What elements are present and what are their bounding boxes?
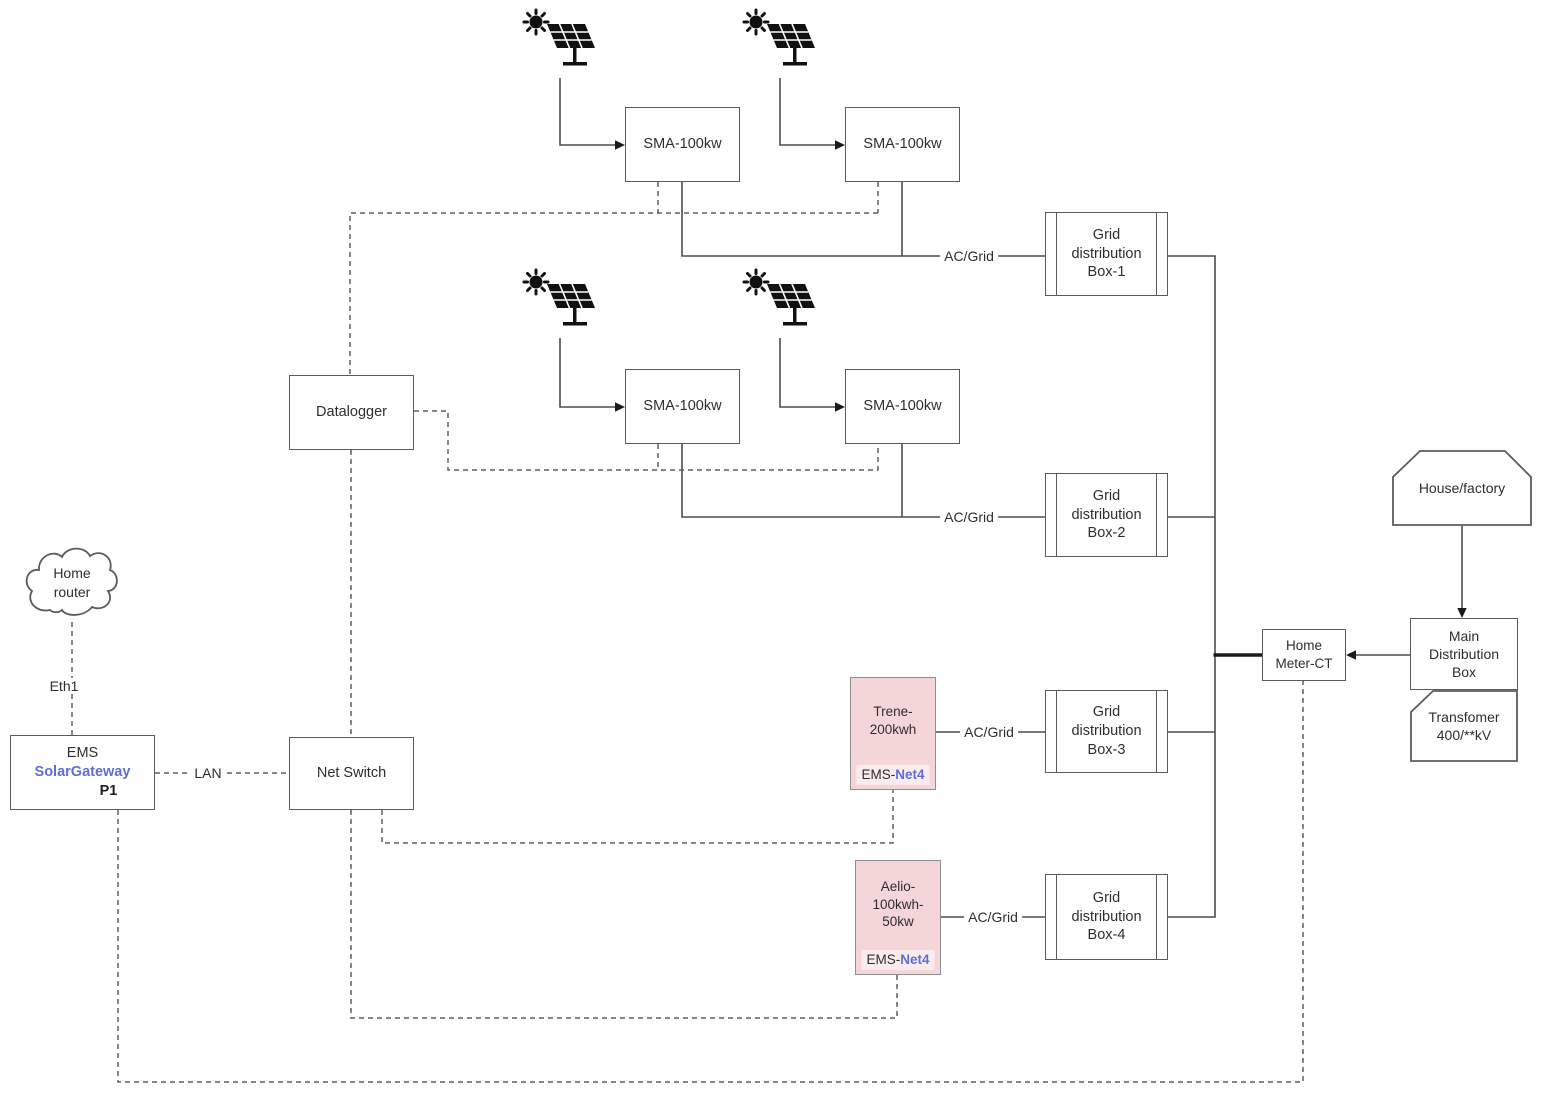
edge-pv2-sma2 — [779, 78, 835, 146]
home-router-node: Home router — [22, 540, 122, 625]
trene-ems-net-label: EMS-Net4 — [856, 765, 930, 785]
grid-distribution-box-2-node: Grid distribution Box-2 — [1045, 473, 1168, 557]
aelio-battery-node: Aelio- 100kwh- 50kw EMS-Net4 — [855, 860, 941, 975]
dashed-ems-homemeter — [117, 681, 1304, 1083]
sma-inverter-2-label: SMA-100kw — [863, 136, 942, 153]
grid-distribution-box-4-label: Grid distribution Box-4 — [1071, 889, 1142, 944]
eth1-label: Eth1 — [45, 678, 83, 694]
dashed-netswitch-trene — [381, 790, 894, 844]
ac-grid-label-3: AC/Grid — [960, 724, 1018, 740]
solar-panel-icon — [741, 8, 819, 78]
grid-distribution-box-3-label: Grid distribution Box-3 — [1071, 704, 1142, 758]
ems-title: EMS — [66, 745, 99, 762]
home-meter-ct-label: Home Meter-CT — [1275, 638, 1333, 671]
house-factory-node: House/factory — [1392, 450, 1532, 526]
grid-distribution-box-3-node: Grid distribution Box-3 — [1045, 690, 1168, 773]
ems-net4: Net4 — [900, 952, 930, 968]
ems-prefix: EMS- — [866, 952, 901, 968]
solar-panel-icon — [521, 268, 599, 338]
transformer-node: Transfomer 400/**kV — [1410, 690, 1518, 762]
ac-grid-label-1: AC/Grid — [940, 248, 998, 264]
transformer-label: Transfomer 400/**kV — [1428, 708, 1500, 743]
sma-inverter-3-label: SMA-100kw — [643, 398, 722, 415]
ems-subtitle: SolarGateway — [34, 764, 131, 781]
arrowhead — [615, 140, 625, 150]
ems-prefix: EMS- — [861, 767, 896, 783]
cloud-icon — [25, 547, 118, 616]
solar-panel-icon — [521, 8, 599, 78]
net-switch-node: Net Switch — [289, 737, 414, 810]
edge-sma1-gdb1 — [681, 182, 1045, 257]
edge-sma3-gdb2 — [681, 444, 1045, 518]
ac-grid-label-2: AC/Grid — [940, 509, 998, 525]
ems-gateway-node: EMS SolarGateway P1 — [10, 735, 155, 810]
dashed-netswitch-aelio — [350, 810, 898, 1019]
arrowhead — [615, 402, 625, 412]
edge-pv4-sma4 — [779, 338, 835, 408]
sma-inverter-4-label: SMA-100kw — [863, 398, 942, 415]
arrowhead — [835, 402, 845, 412]
arrowhead — [1346, 650, 1356, 660]
trene-battery-node: Trene- 200kwh EMS-Net4 — [850, 677, 936, 790]
grid-distribution-box-1-node: Grid distribution Box-1 — [1045, 212, 1168, 296]
home-router-label: Home router — [53, 565, 91, 600]
sma-inverter-1-label: SMA-100kw — [643, 136, 722, 153]
lan-label: LAN — [190, 765, 226, 781]
sma-inverter-3-node: SMA-100kw — [625, 369, 740, 444]
grid-distribution-box-4-node: Grid distribution Box-4 — [1045, 874, 1168, 960]
datalogger-node: Datalogger — [289, 375, 414, 450]
solar-panel-icon — [741, 268, 819, 338]
main-distribution-box-label: Main Distribution Box — [1428, 627, 1500, 681]
ems-net4: Net4 — [895, 767, 925, 783]
edge-grid-bus — [1168, 255, 1216, 918]
arrowhead — [835, 140, 845, 150]
sma-inverter-1-node: SMA-100kw — [625, 107, 740, 182]
sma-inverter-4-node: SMA-100kw — [845, 369, 960, 444]
dashed-sma12-datalogger — [349, 182, 879, 375]
ems-port-label: P1 — [99, 782, 118, 799]
arrowhead — [1457, 608, 1467, 618]
edge-pv3-sma3 — [559, 338, 615, 408]
grid-distribution-box-1-label: Grid distribution Box-1 — [1071, 226, 1142, 281]
grid-distribution-box-2-label: Grid distribution Box-2 — [1071, 487, 1142, 542]
main-distribution-box-node: Main Distribution Box — [1410, 618, 1518, 690]
aelio-battery-label: Aelio- 100kwh- 50kw — [872, 879, 924, 930]
ac-grid-label-4: AC/Grid — [964, 909, 1022, 925]
house-factory-shape — [1392, 450, 1532, 526]
dashed-datalogger-sma34 — [414, 410, 879, 471]
aelio-ems-net-label: EMS-Net4 — [861, 950, 935, 970]
sma-inverter-2-node: SMA-100kw — [845, 107, 960, 182]
transformer-shape — [1410, 690, 1518, 762]
trene-battery-label: Trene- 200kwh — [869, 703, 917, 737]
net-switch-label: Net Switch — [316, 765, 387, 782]
datalogger-label: Datalogger — [316, 404, 387, 421]
edge-pv1-sma1 — [559, 78, 615, 146]
house-factory-label: House/factory — [1418, 479, 1506, 496]
home-meter-ct-node: Home Meter-CT — [1262, 629, 1346, 681]
